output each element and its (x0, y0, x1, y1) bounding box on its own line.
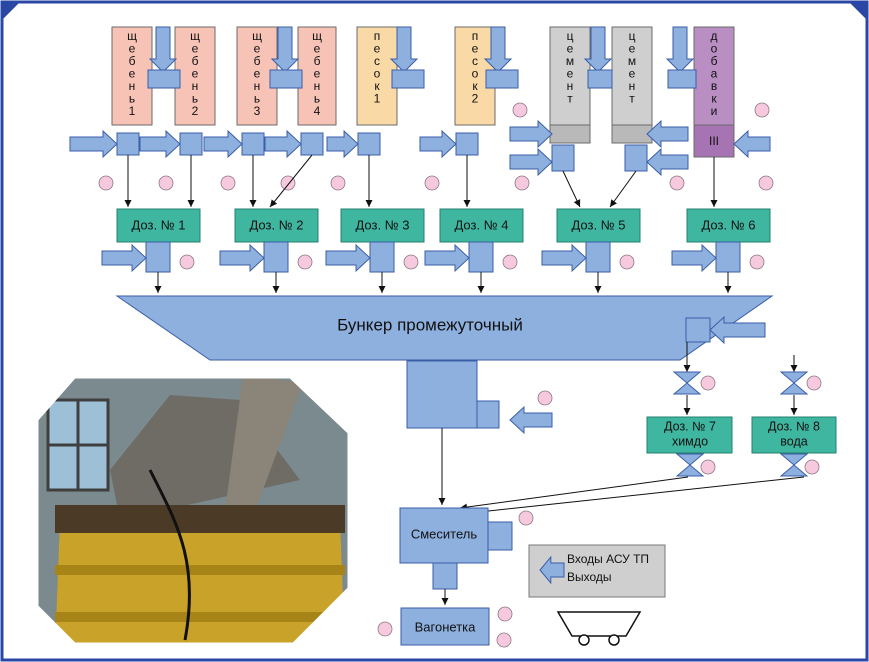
hopper-gate (301, 133, 323, 155)
cart-icon (558, 612, 640, 636)
feeder-box (668, 70, 696, 88)
signal-circle (759, 176, 773, 190)
doser-8-label: Доз. № 8 (768, 419, 820, 433)
photo-drum-band (55, 565, 345, 575)
signal-circle (701, 376, 715, 390)
hopper-label-char: 1 (129, 104, 136, 118)
signal-circle (515, 176, 529, 190)
hopper-label-char: 2 (192, 104, 199, 118)
hopper-gate (625, 145, 647, 171)
signal-circle (538, 391, 552, 405)
hopper-label-char: т (567, 92, 573, 106)
doser-label: Доз. № 2 (249, 217, 303, 232)
signal-circle (519, 511, 533, 525)
bunker-label: Бункер промежуточный (337, 315, 523, 334)
mixer-label: Смеситель (411, 526, 478, 541)
doser-label: Доз. № 3 (355, 217, 409, 232)
hopper-label: добавки (710, 29, 717, 118)
photo-content (30, 370, 360, 650)
doser-gate (264, 242, 288, 272)
signal-circle (425, 176, 439, 190)
hopper-gate (358, 133, 380, 155)
mixer-gate (488, 522, 512, 550)
photo-drum-rim (55, 505, 345, 533)
hopper-label-char: т (629, 92, 635, 106)
signal-circle (670, 176, 684, 190)
hopper-gate (180, 133, 202, 155)
doser-7-sublabel: химдо (672, 434, 708, 448)
doser-gate (586, 242, 610, 272)
signal-circle (750, 255, 764, 269)
signal-circle (513, 103, 527, 117)
doser-label: Доз. № 4 (454, 217, 508, 232)
signal-circle (620, 255, 634, 269)
signal-circle (298, 255, 312, 269)
signal-circle (701, 460, 715, 474)
signal-circle (503, 255, 517, 269)
feeder-box (148, 70, 180, 88)
additive-mark: III (709, 134, 719, 148)
signal-circle (805, 460, 819, 474)
cart-wheel-icon (609, 635, 619, 645)
cement-hopper-cone-2 (612, 125, 652, 143)
feeder-box (392, 70, 424, 88)
mixer-outlet (433, 563, 457, 589)
bunker-outlet-gate (477, 401, 499, 428)
doser-8-sublabel: вода (780, 434, 807, 448)
signal-circle (404, 255, 418, 269)
signal-circle (180, 255, 194, 269)
signal-circle (221, 176, 235, 190)
photo-drum-band (55, 612, 345, 622)
mixer-photo (30, 370, 360, 650)
doser-7-label: Доз. № 7 (664, 419, 716, 433)
signal-circle (497, 633, 511, 647)
wagon-label: Вагонетка (415, 619, 476, 634)
hopper-label-char: 4 (314, 104, 321, 118)
hopper-gate (117, 133, 139, 155)
signal-circle (99, 176, 113, 190)
doser-label: Доз. № 5 (571, 217, 625, 232)
bunker-gate (686, 318, 710, 342)
legend-outputs-label: Выходы (567, 570, 612, 584)
signal-circle (331, 176, 345, 190)
hopper-label-char: 2 (472, 92, 479, 106)
doser-gate (370, 242, 394, 272)
hopper-label-char: 1 (374, 92, 381, 106)
cement-hopper-cone-1 (550, 125, 590, 143)
doser-label: Доз. № 1 (131, 217, 185, 232)
signal-circle (498, 607, 512, 621)
hopper-gate (456, 133, 478, 155)
feeder-box (588, 70, 612, 88)
hopper-gate (242, 133, 264, 155)
photo-mixer-drum (55, 520, 345, 650)
hopper-gate (552, 145, 574, 171)
hopper-label-char: 3 (254, 104, 261, 118)
signal-circle (378, 622, 392, 636)
doser-gate (469, 242, 493, 272)
legend-inputs-label: Входы АСУ ТП (567, 552, 649, 566)
cart-wheel-icon (579, 635, 589, 645)
bunker-outlet (407, 361, 477, 428)
feeder-box (270, 70, 302, 88)
feeder-box (486, 70, 518, 88)
doser-gate (716, 242, 740, 272)
signal-circle (159, 176, 173, 190)
hopper-label-char: и (711, 104, 718, 118)
signal-circle (755, 103, 769, 117)
doser-label: Доз. № 6 (701, 217, 755, 232)
doser-gate (146, 242, 170, 272)
signal-circle (807, 376, 821, 390)
